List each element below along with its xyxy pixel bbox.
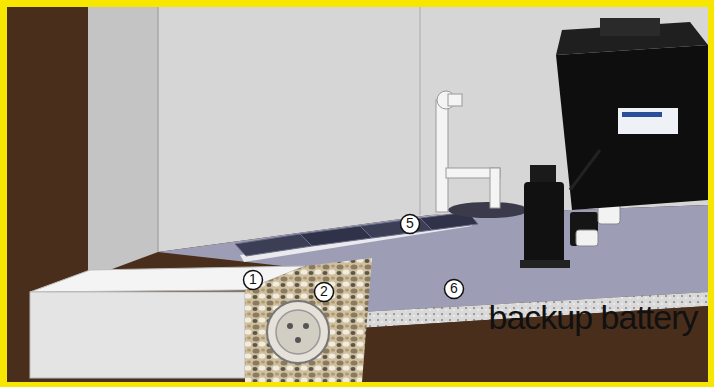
part-label: backup battery xyxy=(474,300,712,334)
wall-edge xyxy=(157,7,159,252)
sump-lid xyxy=(448,202,528,218)
pipe-branch xyxy=(490,168,500,208)
footing-front xyxy=(30,292,245,378)
callout-number: 6 xyxy=(444,281,464,295)
battery-label-mark xyxy=(622,112,662,117)
pipe-inner xyxy=(276,310,320,354)
battery-control xyxy=(600,18,660,36)
pipe-hole xyxy=(295,337,301,343)
check-valve xyxy=(576,230,598,246)
gravel-trench xyxy=(245,258,372,382)
battery-box xyxy=(556,45,708,210)
grate xyxy=(235,234,312,256)
pipe-outlet xyxy=(448,94,462,106)
callout-circle xyxy=(445,280,464,299)
discharge-pipe xyxy=(436,100,448,212)
callout-number: 5 xyxy=(400,216,420,230)
drain-pipe xyxy=(267,301,329,363)
backup-pump xyxy=(570,212,598,246)
callout-circle xyxy=(315,283,334,302)
wall-corner xyxy=(419,7,421,215)
left-wall xyxy=(88,7,158,278)
sump-pump xyxy=(524,182,564,264)
grate xyxy=(300,226,372,246)
battery-cable xyxy=(570,150,600,190)
callout-number: 2 xyxy=(314,284,334,298)
pipe-hole xyxy=(303,323,309,329)
battery-label xyxy=(618,108,678,134)
grate xyxy=(360,218,432,238)
callout-number: 1 xyxy=(243,272,263,286)
callout-circle xyxy=(401,215,420,234)
callout-circle xyxy=(244,271,263,290)
pump-base xyxy=(520,260,570,268)
pipe-hole xyxy=(287,323,293,329)
